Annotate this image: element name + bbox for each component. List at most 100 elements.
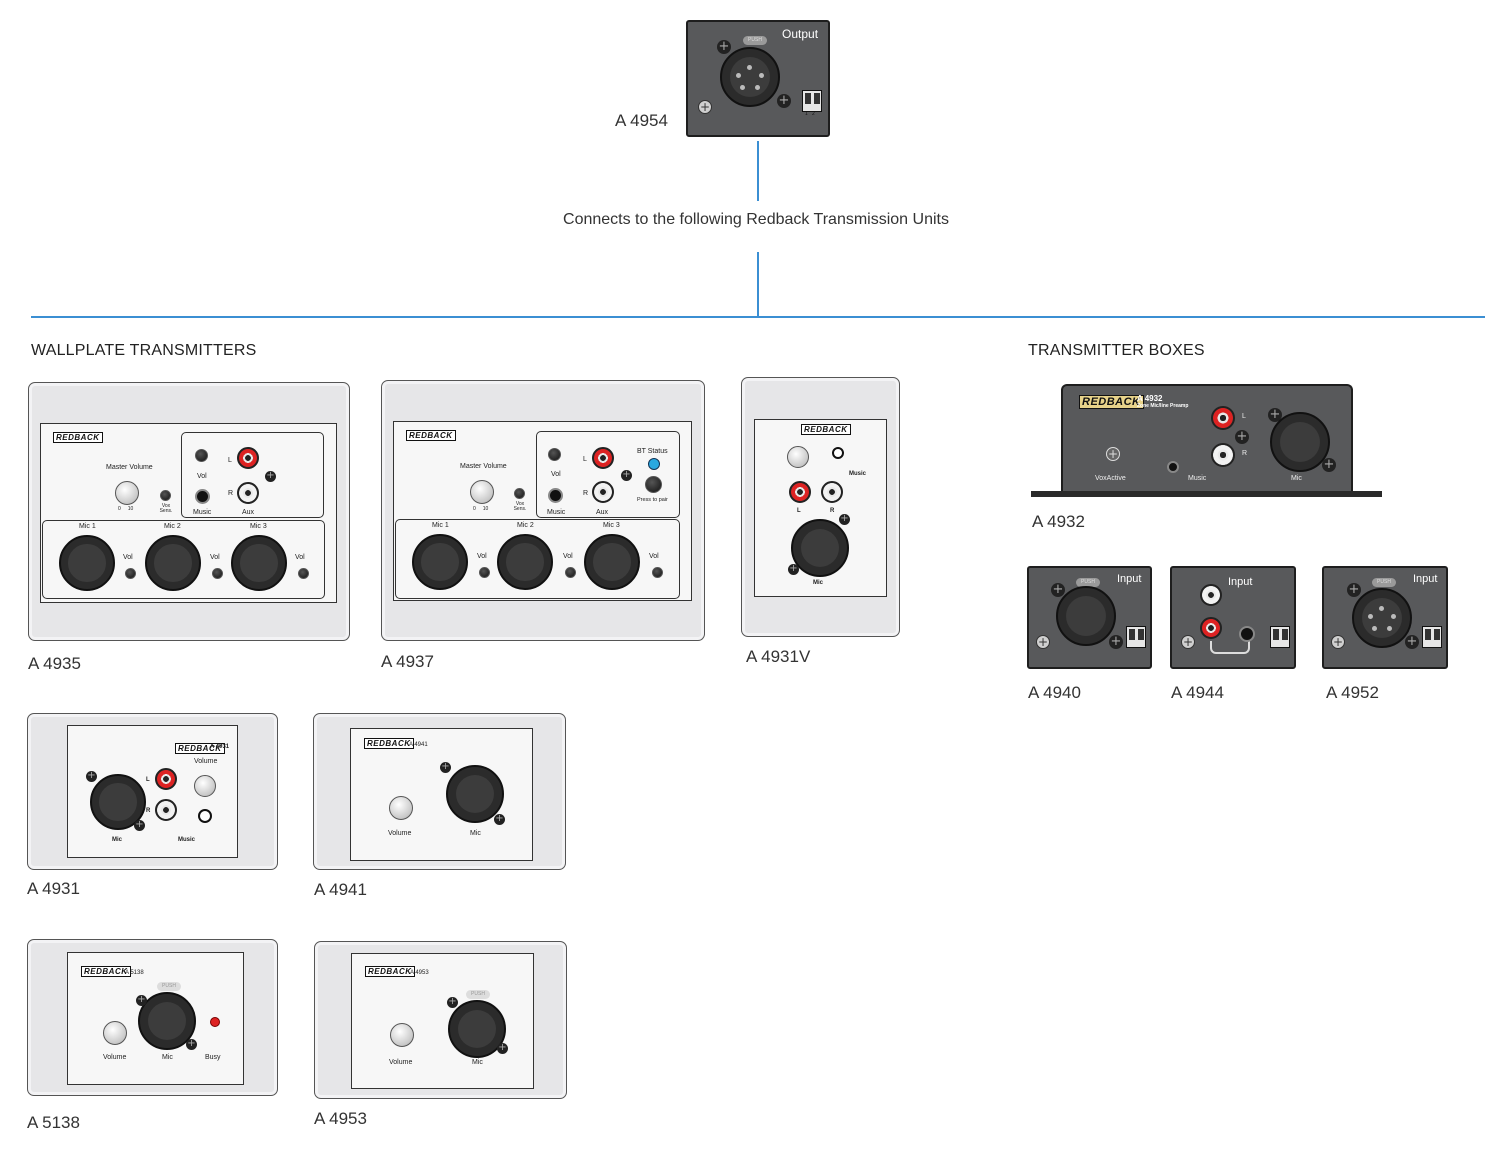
- dip-switch-icon[interactable]: [802, 90, 822, 112]
- redback-logo: REDBACK: [81, 966, 131, 977]
- screw-icon: +: [136, 994, 147, 1006]
- volume-knob[interactable]: [390, 1023, 414, 1047]
- screw-icon: +: [265, 470, 276, 482]
- press-to-pair-label: Press to pair: [637, 497, 668, 503]
- vox-sens-trim[interactable]: [514, 488, 525, 499]
- model-badge: A 4931: [210, 744, 230, 750]
- volume-knob[interactable]: [103, 1021, 127, 1045]
- faceplate: REDBACK Music L R + + Mic: [754, 419, 887, 597]
- music-label: Music: [193, 509, 212, 516]
- wallplate-a4941: REDBACK A 4941 Volume + + Mic: [313, 713, 566, 870]
- model-badge: A 4932: [1137, 394, 1163, 403]
- volume-knob[interactable]: [389, 796, 413, 820]
- screw-icon: +: [1331, 635, 1345, 649]
- screw-icon: +: [86, 770, 97, 782]
- screw-icon: +: [1036, 635, 1050, 649]
- xlr-input-icon: [1056, 586, 1116, 646]
- mic3-vol-knob[interactable]: [652, 567, 663, 578]
- music-jack-icon: [548, 488, 563, 503]
- pair-button[interactable]: [645, 476, 662, 493]
- xlr-connector-icon: [720, 47, 780, 107]
- xlr-mic2-icon: [145, 535, 201, 591]
- redback-logo: REDBACK: [801, 424, 851, 435]
- mic-panel: Mic 1 Vol Mic 2 Vol Mic 3 Vol: [42, 520, 325, 599]
- push-tab[interactable]: PUSH: [466, 990, 490, 999]
- vox-sens-label: Vox Sens.: [159, 503, 173, 514]
- section-heading-wallplate: WALLPLATE TRANSMITTERS: [31, 342, 257, 359]
- volume-label: Volume: [389, 1059, 413, 1066]
- master-volume-knob[interactable]: [470, 480, 494, 504]
- output-unit-a4954: PUSH Output + + + 1 2: [686, 20, 830, 137]
- redback-logo: REDBACK: [175, 743, 225, 754]
- transmitter-box-a4952: PUSH Input + + +: [1322, 566, 1448, 669]
- mic2-vol-knob[interactable]: [565, 567, 576, 578]
- volume-knob[interactable]: [194, 775, 216, 797]
- screw-icon: +: [1347, 582, 1361, 597]
- dip-switch-icon[interactable]: [1126, 626, 1146, 648]
- music-jack-icon: [198, 809, 212, 823]
- wallplate-a4935: REDBACK Master Volume 0 10 Vox Sens. Vol…: [28, 382, 350, 641]
- xlr-mic-icon: [1270, 412, 1330, 472]
- screw-icon: +: [1322, 457, 1336, 472]
- subtitle: Zone Mic/line Preamp: [1137, 403, 1189, 409]
- faceplate: REDBACK A 5138 Volume PUSH + + Mic Busy: [67, 952, 244, 1085]
- input-label: Input: [1117, 573, 1142, 585]
- rca-right-icon: [592, 481, 614, 503]
- model-label-a4937: A 4937: [381, 652, 434, 671]
- model-label-a4932: A 4932: [1032, 512, 1085, 531]
- busy-label: Busy: [205, 1054, 221, 1061]
- push-tab[interactable]: PUSH: [1372, 578, 1396, 587]
- music-jack-icon: [832, 447, 844, 459]
- mic3-label: Mic 3: [250, 523, 267, 530]
- output-label: Output: [782, 27, 819, 41]
- aux-label: Aux: [242, 509, 255, 516]
- model-label-a4944: A 4944: [1171, 683, 1224, 702]
- mic1-vol-knob[interactable]: [125, 568, 136, 579]
- model-badge: A 4941: [409, 742, 428, 748]
- transmitter-box-a4932: REDBACK A 4932 Zone Mic/line Preamp + Vo…: [1061, 384, 1353, 492]
- mic3-vol-knob[interactable]: [298, 568, 309, 579]
- mic2-label: Mic 2: [164, 523, 181, 530]
- screw-icon: +: [788, 563, 799, 575]
- push-tab[interactable]: PUSH: [1076, 578, 1100, 587]
- wallplate-a4937: REDBACK Master Volume 0 10 Vox Sens. Vol…: [381, 380, 705, 641]
- volume-label: Volume: [103, 1054, 127, 1061]
- input-label: Input: [1228, 576, 1253, 588]
- master-volume-knob[interactable]: [115, 481, 139, 505]
- dip-switch-icon[interactable]: [1270, 626, 1290, 648]
- xlr-mic1-icon: [59, 535, 115, 591]
- xlr-input-icon: [1352, 588, 1412, 648]
- music-panel: Vol Music L R Aux + BT Status Press to p…: [536, 431, 680, 518]
- bt-status-led: [648, 458, 660, 470]
- screw-icon: +: [1235, 429, 1249, 444]
- vol-knob[interactable]: [548, 448, 561, 461]
- wallplate-a4931: REDBACK A 4931 Volume + + Mic L R Music: [27, 713, 278, 870]
- xlr-mic1-icon: [412, 534, 468, 590]
- mic-label: Mic: [472, 1059, 483, 1066]
- connector-line: [757, 141, 759, 201]
- connects-caption: Connects to the following Redback Transm…: [563, 211, 949, 228]
- rca-left-icon: [155, 768, 177, 790]
- mic1-vol-knob[interactable]: [479, 567, 490, 578]
- vox-sens-trim[interactable]: [160, 490, 171, 501]
- model-badge: A 4953: [410, 970, 429, 976]
- mic-panel: Mic 1 Vol Mic 2 Vol Mic 3 Vol: [395, 519, 680, 599]
- dip-switch-icon[interactable]: [1422, 626, 1442, 648]
- model-label-a4953: A 4953: [314, 1109, 367, 1128]
- connector-line: [757, 252, 759, 317]
- faceplate: REDBACK A 4941 Volume + + Mic: [350, 728, 533, 861]
- push-tab[interactable]: PUSH: [157, 982, 181, 991]
- push-tab: PUSH: [743, 36, 767, 45]
- input-label: Input: [1413, 573, 1438, 585]
- xlr-mic-icon: [446, 765, 504, 823]
- volume-knob[interactable]: [787, 446, 809, 468]
- mic2-vol-knob[interactable]: [212, 568, 223, 579]
- screw-icon: +: [186, 1038, 197, 1050]
- voxactive-trim[interactable]: +: [1106, 447, 1120, 461]
- model-label-a4940: A 4940: [1028, 683, 1081, 702]
- model-label-a4941: A 4941: [314, 880, 367, 899]
- screw-icon: +: [1109, 634, 1123, 649]
- music-label: Music: [178, 837, 196, 843]
- vol-knob[interactable]: [195, 449, 208, 462]
- connector-bus-line: [31, 316, 1485, 318]
